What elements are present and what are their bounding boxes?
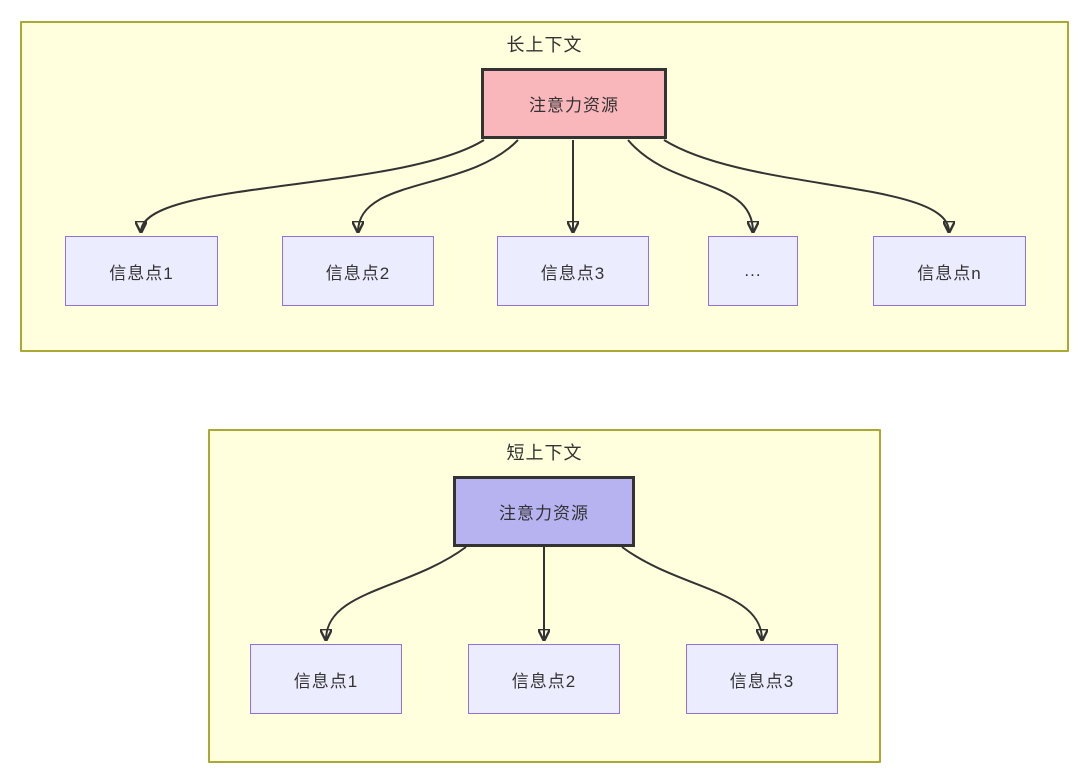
node-info-point-3-long: 信息点3: [497, 236, 649, 306]
node-info-point-n-long: 信息点n: [873, 236, 1026, 306]
node-info-point-3-short: 信息点3: [686, 644, 838, 714]
node-attention-short: 注意力资源: [453, 476, 635, 547]
node-info-point-2-long: 信息点2: [282, 236, 434, 306]
node-info-point-ellipsis-long: ...: [708, 236, 798, 306]
node-attention-long: 注意力资源: [481, 68, 667, 139]
subgraph-long-context-title: 长上下文: [506, 35, 583, 55]
subgraph-short-context-title: 短上下文: [506, 443, 583, 463]
node-info-point-1-short: 信息点1: [250, 644, 402, 714]
node-info-point-1-long: 信息点1: [65, 236, 218, 306]
node-info-point-2-short: 信息点2: [468, 644, 620, 714]
